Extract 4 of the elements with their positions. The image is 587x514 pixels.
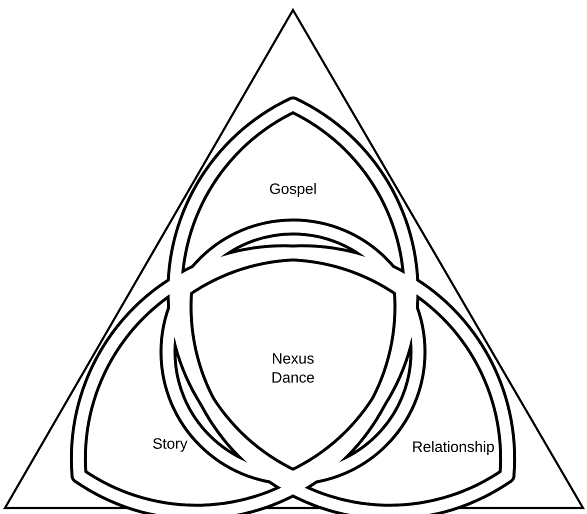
lobe-label: Gospel [270,183,316,197]
lobe-label: Relationship [413,441,494,455]
lobe-label: Story [153,438,188,452]
lobe-label: Nexus Dance [272,353,314,383]
